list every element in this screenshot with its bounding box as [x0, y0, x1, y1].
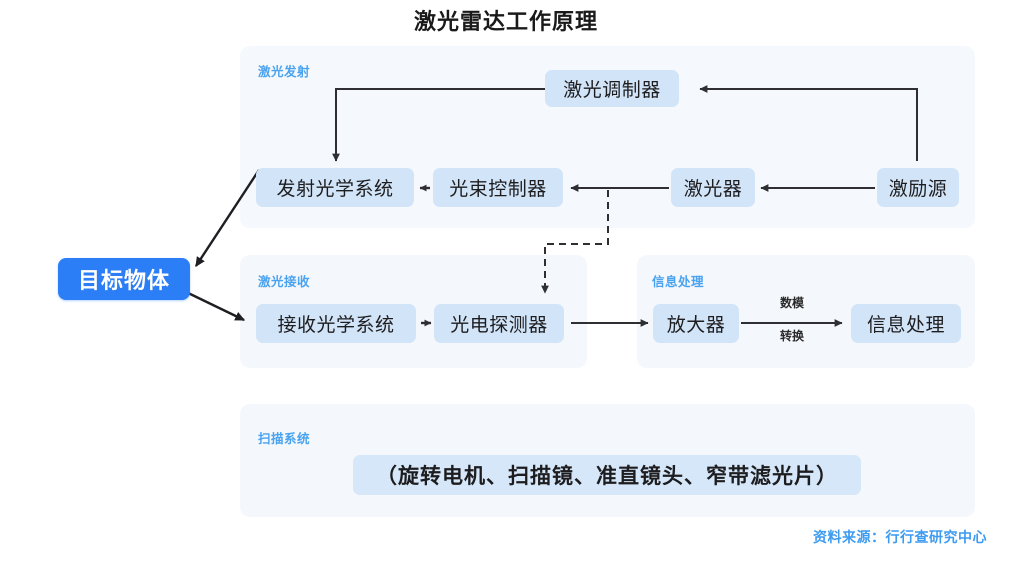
edge-label-ad-conversion-top: 数模 — [779, 296, 804, 310]
node-emitting-optics[interactable]: 发射光学系统 — [256, 168, 414, 207]
node-target-object[interactable]: 目标物体 — [58, 258, 190, 300]
node-pump-source[interactable]: 激励源 — [877, 168, 959, 207]
edge-label-ad-conversion-bottom: 转换 — [779, 329, 804, 343]
node-receiving-optics[interactable]: 接收光学系统 — [256, 304, 416, 343]
panel-scanning-label: 扫描系统 — [258, 432, 311, 446]
node-laser-modulator[interactable]: 激光调制器 — [545, 70, 679, 107]
node-photodetector[interactable]: 光电探测器 — [434, 304, 564, 343]
panel-processing-label: 信息处理 — [652, 275, 705, 289]
panel-receiving-label: 激光接收 — [258, 275, 311, 289]
node-scanning-components[interactable]: （旋转电机、扫描镜、准直镜头、窄带滤光片） — [353, 455, 861, 495]
node-amplifier[interactable]: 放大器 — [653, 304, 739, 343]
node-beam-controller[interactable]: 光束控制器 — [433, 168, 563, 207]
source-credit: 资料来源：行行查研究中心 — [813, 529, 987, 545]
panel-emission-label: 激光发射 — [258, 65, 311, 79]
page-title: 激光雷达工作原理 — [413, 9, 598, 34]
node-information-processing[interactable]: 信息处理 — [851, 304, 961, 343]
node-laser[interactable]: 激光器 — [671, 168, 755, 207]
